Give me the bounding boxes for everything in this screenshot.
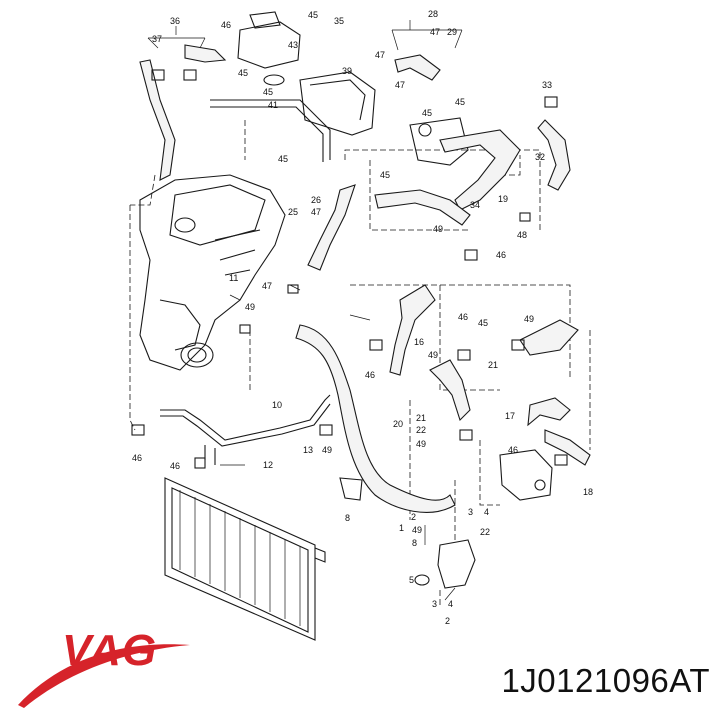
- callout-45h: 45: [478, 318, 488, 328]
- callout-22b: 22: [480, 527, 490, 537]
- callout-48: 48: [517, 230, 527, 240]
- callout-45e: 45: [422, 108, 432, 118]
- callout-28: 28: [428, 9, 438, 19]
- callout-19: 19: [498, 194, 508, 204]
- callout-26: 26: [311, 195, 321, 205]
- callout-49: 49: [433, 224, 443, 234]
- leader-lines: [147, 20, 463, 601]
- callout-22: 22: [416, 425, 426, 435]
- callout-49f: 49: [416, 439, 426, 449]
- callout-11: 11: [229, 273, 238, 283]
- callout-43: 43: [288, 40, 298, 50]
- callout-35: 35: [334, 16, 344, 26]
- connecting-pipe: [160, 394, 331, 465]
- callout-46d: 46: [365, 370, 375, 380]
- radiator: [164, 477, 326, 641]
- callout-12: 12: [263, 460, 273, 470]
- callout-34: 34: [470, 200, 480, 210]
- callout-4: 4: [484, 507, 489, 517]
- callout-45d: 45: [455, 97, 465, 107]
- callout-18: 18: [583, 487, 593, 497]
- callout-46: 46: [221, 20, 231, 30]
- callout-47d: 47: [311, 207, 321, 217]
- callout-46c: 46: [458, 312, 468, 322]
- callout-8: 8: [345, 513, 350, 523]
- brand-logo: VAG: [62, 626, 158, 675]
- callout-3: 3: [468, 507, 473, 517]
- callout-36: 36: [170, 16, 180, 26]
- callout-17: 17: [505, 411, 515, 421]
- callout-41: 41: [268, 100, 278, 110]
- callout-49g: 49: [412, 525, 422, 535]
- callout-2: 2: [411, 512, 416, 522]
- callout-47c: 47: [395, 80, 405, 90]
- expansion-tank: [237, 11, 301, 86]
- callout-3b: 3: [432, 599, 437, 609]
- callout-45g: 45: [380, 170, 390, 180]
- callout-45f: 45: [278, 154, 288, 164]
- callout-2b: 2: [445, 616, 450, 626]
- callout-47: 47: [430, 27, 440, 37]
- metal-pipe-assembly: [210, 99, 331, 162]
- callout-4b: 4: [448, 599, 453, 609]
- callout-47b: 47: [375, 50, 385, 60]
- callout-33: 33: [542, 80, 552, 90]
- t-fitting: [414, 539, 476, 589]
- callout-37: 37: [152, 34, 162, 44]
- callout-8b: 8: [412, 538, 417, 548]
- callout-46f: 46: [508, 445, 518, 455]
- valve-housing: [299, 71, 376, 136]
- callout-46b: 46: [496, 250, 506, 260]
- callout-1: 1: [399, 523, 404, 533]
- callout-25: 25: [288, 207, 298, 217]
- callout-21b: 21: [416, 413, 426, 423]
- callout-45c: 45: [263, 87, 273, 97]
- thermostat-housing: [409, 117, 469, 166]
- callout-46e: 46: [132, 453, 142, 463]
- callout-49c: 49: [524, 314, 534, 324]
- logo-swoosh: [18, 644, 190, 708]
- assembly-guide-lines: [129, 120, 591, 605]
- callout-32: 32: [535, 152, 545, 162]
- part-number: 1J0121096AT: [501, 662, 710, 699]
- callout-39: 39: [342, 66, 352, 76]
- callout-21: 21: [488, 360, 498, 370]
- callout-5: 5: [409, 575, 414, 585]
- clamps: [131, 69, 568, 501]
- engine-block: [139, 174, 286, 371]
- callout-45: 45: [308, 10, 318, 20]
- callout-46g: 46: [170, 461, 180, 471]
- callout-49d: 49: [428, 350, 438, 360]
- callout-10: 10: [272, 400, 282, 410]
- callout-16: 16: [414, 337, 424, 347]
- callout-20: 20: [393, 419, 403, 429]
- upper-hoses: [139, 44, 571, 271]
- callout-45b: 45: [238, 68, 248, 78]
- main-coolant-hose: [295, 324, 456, 513]
- right-side-hoses: [389, 284, 591, 466]
- callout-29: 29: [447, 27, 457, 37]
- callout-49b: 49: [245, 302, 255, 312]
- callout-47e: 47: [262, 281, 272, 291]
- heat-exchanger: [499, 449, 553, 501]
- callout-labels: 36 37 46 45 35 43 45 39 28 47 29 47 47 4…: [132, 9, 593, 626]
- callout-13: 13: [303, 445, 313, 455]
- callout-49e: 49: [322, 445, 332, 455]
